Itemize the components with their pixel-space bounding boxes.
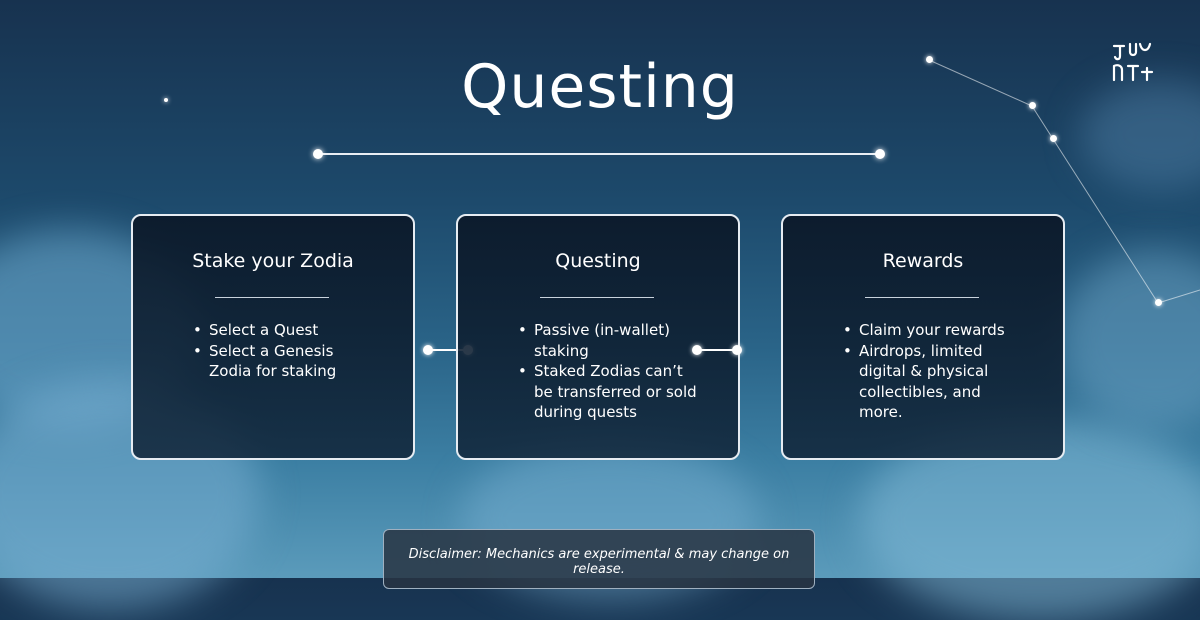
disclaimer-text: Disclaimer: Mechanics are experimental &… — [408, 547, 790, 577]
page-title: Questing — [461, 52, 739, 122]
card-divider — [540, 297, 654, 298]
connector-line — [428, 349, 468, 351]
star — [926, 56, 933, 63]
card-rewards: Rewards Claim your rewards Airdrops, lim… — [781, 214, 1065, 460]
list-item: Passive (in-wallet) staking — [518, 320, 674, 361]
card-list: Passive (in-wallet) staking Staked Zodia… — [514, 320, 724, 423]
list-item: Airdrops, limited digital & physical col… — [843, 341, 999, 423]
star — [1050, 135, 1057, 142]
card-divider — [215, 297, 329, 298]
list-item: Select a Genesis Zodia for staking — [193, 341, 349, 382]
cloud — [1080, 80, 1200, 190]
brand-logo-icon — [1112, 42, 1154, 82]
connector-line — [697, 349, 737, 351]
list-item: Staked Zodias can’t be transferred or so… — [518, 361, 704, 423]
list-item: Select a Quest — [193, 320, 409, 341]
card-stake: Stake your Zodia Select a Quest Select a… — [131, 214, 415, 460]
card-title: Questing — [555, 250, 641, 272]
star — [164, 98, 168, 102]
connector-dot — [692, 345, 702, 355]
list-item: Claim your rewards — [843, 320, 1059, 341]
disclaimer-box: Disclaimer: Mechanics are experimental &… — [383, 529, 815, 589]
connector-dot — [423, 345, 433, 355]
card-questing: Questing Passive (in-wallet) staking Sta… — [456, 214, 740, 460]
card-divider — [865, 297, 979, 298]
star — [1029, 102, 1036, 109]
title-line-dot-left — [313, 149, 323, 159]
card-title: Rewards — [882, 250, 964, 272]
card-list: Select a Quest Select a Genesis Zodia fo… — [189, 320, 409, 382]
title-divider — [318, 153, 880, 155]
title-line-dot-right — [875, 149, 885, 159]
card-list: Claim your rewards Airdrops, limited dig… — [839, 320, 1059, 423]
star — [1155, 299, 1162, 306]
cloud — [1060, 250, 1200, 430]
card-title: Stake your Zodia — [192, 250, 354, 272]
connector-dot — [732, 345, 742, 355]
